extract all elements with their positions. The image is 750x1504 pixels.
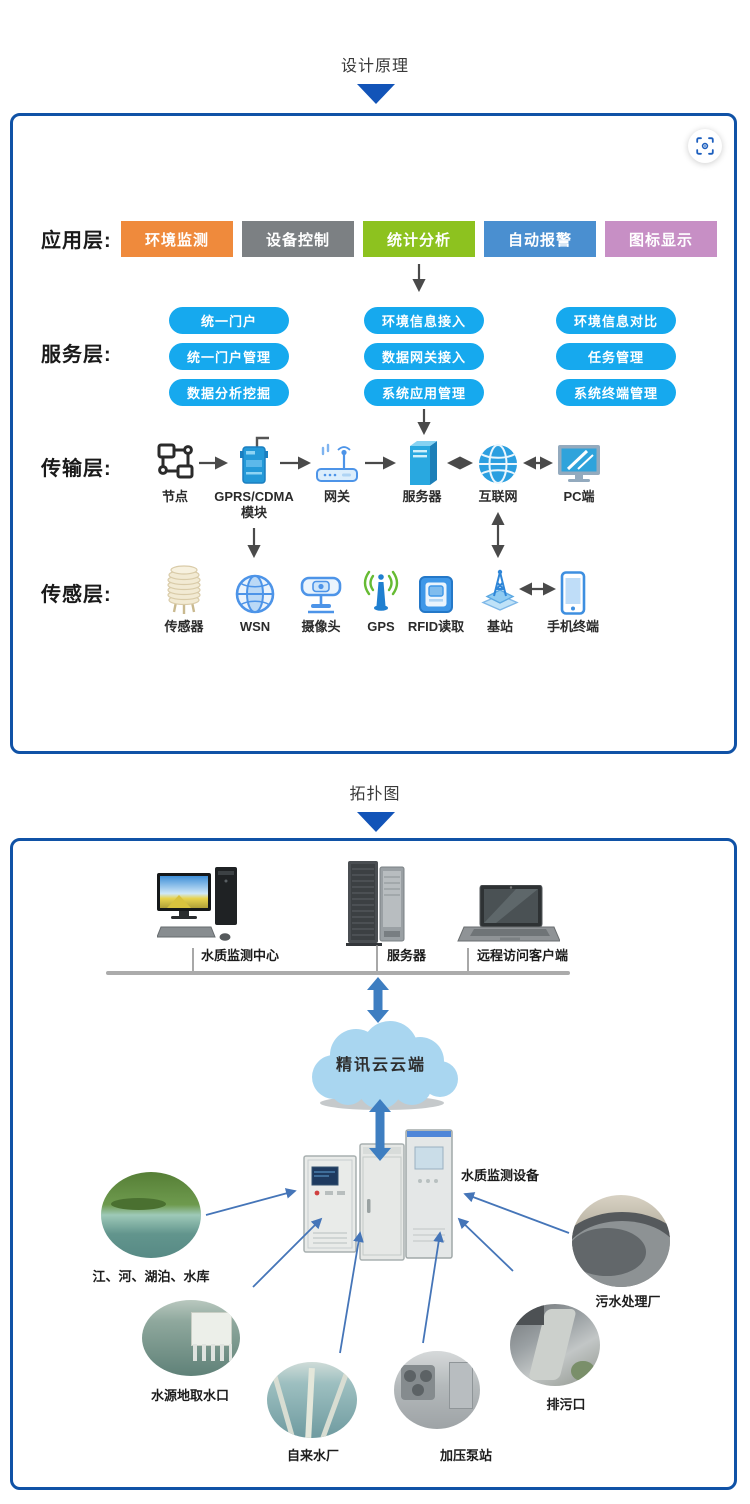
design-principle-panel: 应用层: 服务层: 传输层: 传感层: 环境监测 设备控制 统计分析 自动报警 … — [10, 113, 737, 754]
cabinet-tall-image — [405, 1129, 453, 1259]
sensing-layer-label: 传感层: — [41, 584, 112, 606]
photo-lake — [101, 1172, 201, 1258]
wsn-globe-icon — [235, 574, 275, 614]
gps-antenna-icon — [363, 570, 399, 611]
pill-unified-portal: 统一门户 — [169, 307, 289, 334]
server-rack-image — [346, 861, 405, 946]
label-sewage-plant: 污水处理厂 — [595, 1294, 661, 1309]
service-layer-label: 服务层: — [41, 344, 112, 366]
photo-intake — [142, 1300, 240, 1376]
arrow-lake-to-equipment — [205, 1188, 297, 1216]
section-title-design: 设计原理 — [340, 58, 409, 75]
pill-system-app-management: 系统应用管理 — [364, 379, 484, 406]
label-rivers-lakes: 江、河、湖泊、水库 — [92, 1269, 210, 1284]
pc-monitor-icon — [558, 445, 600, 482]
photo-tap-water-plant — [267, 1362, 357, 1438]
server-tower-icon — [410, 441, 437, 485]
app-box-icon-display: 图标显示 — [605, 221, 717, 257]
scan-focus-icon — [696, 137, 714, 155]
label-tap-water-plant: 自来水厂 — [286, 1448, 339, 1463]
arrow-outlet-to-equipment — [457, 1217, 514, 1272]
network-nodes-icon — [157, 443, 194, 479]
arrow-sewageplant-to-equipment — [463, 1192, 570, 1234]
gprs-module-icon — [240, 436, 269, 484]
label-monitoring-equipment: 水质监测设备 — [461, 1168, 540, 1183]
sense-node-sensor: 传感器 — [142, 560, 226, 635]
app-box-env-monitor: 环境监测 — [121, 221, 233, 257]
trans-node-node: 节点 — [130, 434, 220, 505]
photo-pump-station — [394, 1351, 480, 1429]
cloud-shape — [312, 1021, 458, 1110]
cabinet-small-image — [303, 1155, 357, 1253]
section-title-topology: 拓扑图 — [349, 786, 401, 803]
gateway-icon — [316, 443, 358, 482]
topology-panel: 水质监测中心 服务器 远程访问客户端 精讯云云端 水质监测设备 — [10, 838, 737, 1490]
app-box-auto-alarm: 自动报警 — [484, 221, 596, 257]
label-sewage-outlet: 排污口 — [546, 1397, 586, 1412]
transmission-layer-label: 传输层: — [41, 458, 112, 480]
sense-node-phone: 手机终端 — [531, 560, 615, 635]
trans-node-gateway: 网关 — [292, 434, 382, 505]
photo-sewage-plant — [572, 1195, 670, 1287]
sense-node-gps: GPS — [339, 560, 423, 635]
base-station-icon — [481, 569, 519, 611]
internet-globe-icon — [479, 444, 517, 484]
label-remote-client: 远程访问客户端 — [477, 948, 569, 963]
pill-data-mining: 数据分析挖掘 — [169, 379, 289, 406]
label-pump-station: 加压泵站 — [439, 1448, 492, 1463]
sense-node-rfid: RFID读取 — [394, 560, 478, 635]
trans-node-internet: 互联网 — [453, 434, 543, 505]
sense-node-base-station: 基站 — [458, 560, 542, 635]
trans-node-pc: PC端 — [534, 434, 624, 505]
trans-node-server: 服务器 — [377, 434, 467, 505]
down-triangle-icon-2 — [357, 812, 395, 832]
camera-icon — [300, 576, 342, 614]
label-monitor-center: 水质监测中心 — [201, 948, 280, 963]
mobile-phone-icon — [560, 571, 586, 615]
app-box-statistics: 统计分析 — [363, 221, 475, 257]
sensor-shield-icon — [167, 565, 201, 614]
label-server: 服务器 — [387, 948, 427, 963]
cloud-label: 精讯云云端 — [335, 1057, 426, 1074]
label-water-intake: 水源地取水口 — [150, 1388, 229, 1403]
arrow-bus-cloud — [367, 977, 389, 1023]
sense-node-camera: 摄像头 — [279, 560, 363, 635]
sense-node-wsn: WSN — [213, 560, 297, 635]
rfid-reader-icon — [419, 576, 453, 613]
desktop-computer-image — [157, 867, 237, 941]
pill-terminal-management: 系统终端管理 — [556, 379, 676, 406]
app-box-device-control: 设备控制 — [242, 221, 354, 257]
pill-env-info-compare: 环境信息对比 — [556, 307, 676, 334]
application-layer-label: 应用层: — [41, 230, 112, 252]
photo-sewage-outlet — [510, 1304, 600, 1386]
cabinet-mid-image — [359, 1143, 405, 1261]
down-triangle-icon — [357, 84, 395, 104]
pill-task-management: 任务管理 — [556, 343, 676, 370]
pill-portal-management: 统一门户管理 — [169, 343, 289, 370]
scan-focus-button[interactable] — [688, 129, 722, 163]
pill-env-info-access: 环境信息接入 — [364, 307, 484, 334]
laptop-image — [457, 885, 560, 942]
pill-data-gateway-access: 数据网关接入 — [364, 343, 484, 370]
